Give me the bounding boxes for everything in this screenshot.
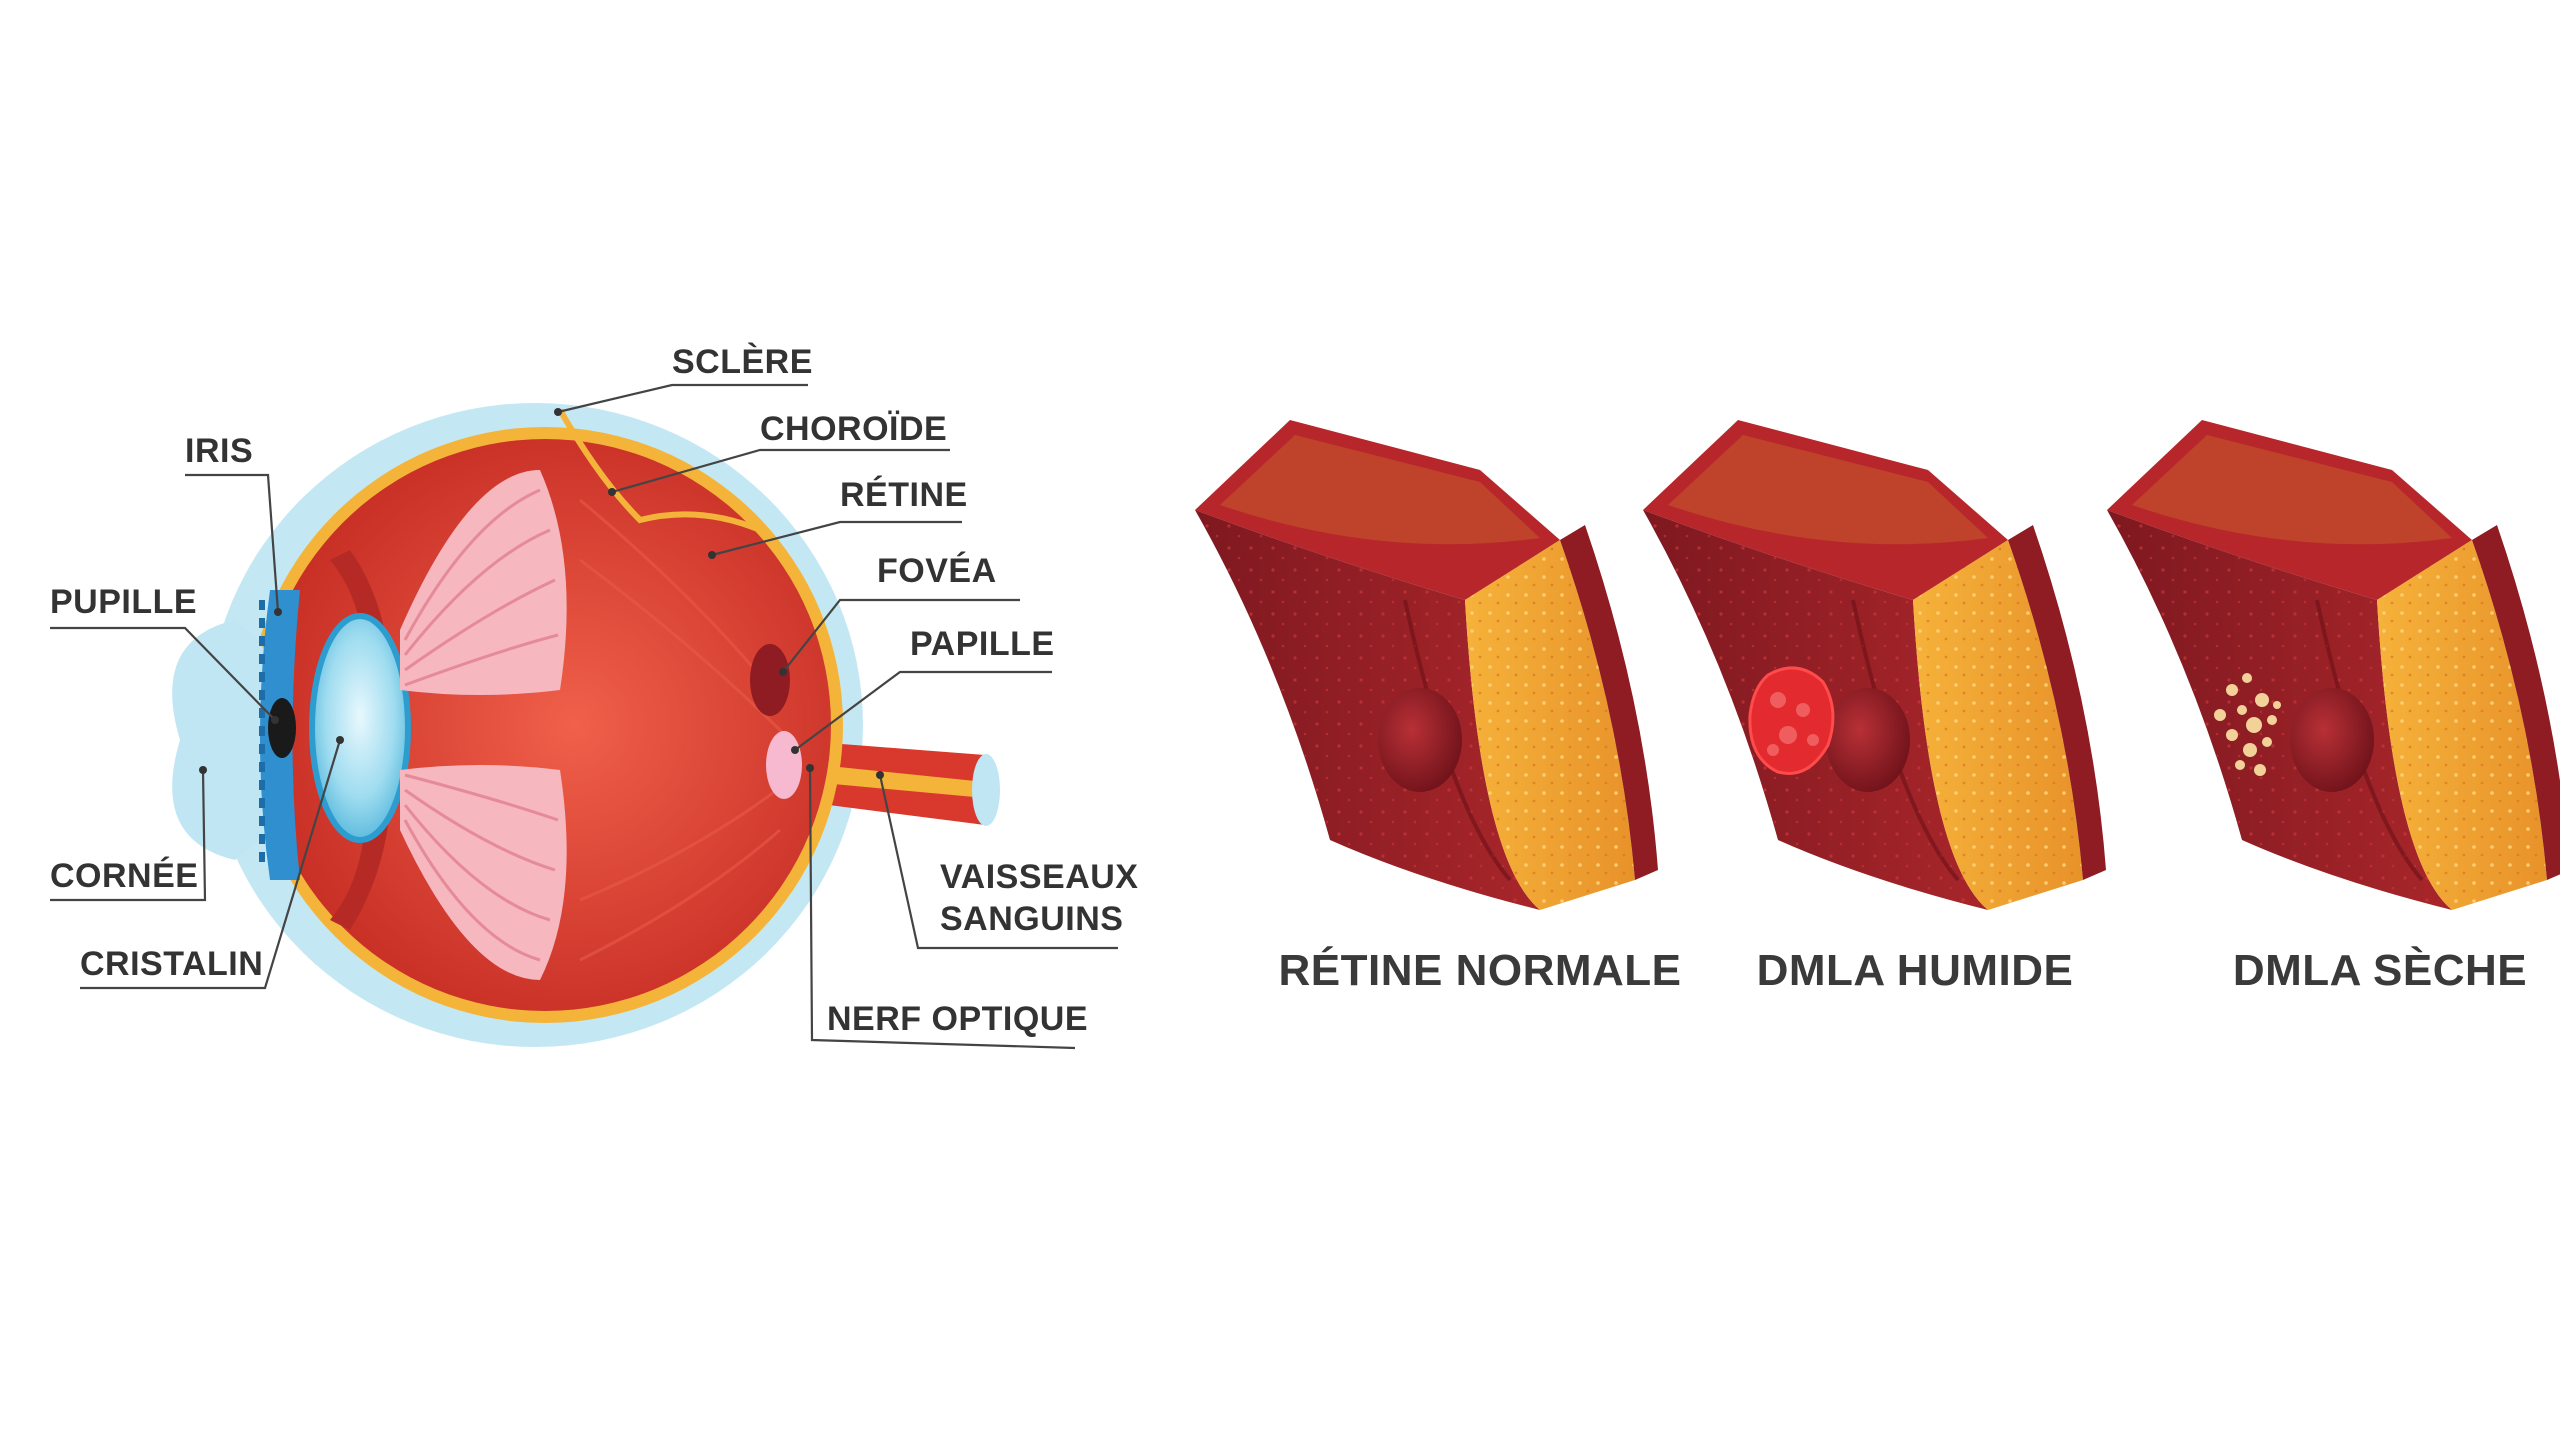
leader-lines xyxy=(50,383,1118,1050)
retina-panel xyxy=(2107,420,2560,910)
label-sclere: SCLÈRE xyxy=(672,343,813,381)
eyeball-body xyxy=(259,439,831,1011)
drusen-spot xyxy=(2237,705,2247,715)
pupil xyxy=(268,698,296,758)
panel-caption: DMLA SÈCHE xyxy=(2233,945,2527,995)
drusen-spot xyxy=(2246,717,2262,733)
label-iris: IRIS xyxy=(185,432,253,470)
drusen-spot xyxy=(2255,693,2269,707)
fovea-pit xyxy=(1826,688,1910,792)
fovea-pit xyxy=(1378,688,1462,792)
drusen-spot xyxy=(2235,760,2245,770)
label-fovea: FOVÉA xyxy=(877,552,997,590)
label-vaisseaux-1: VAISSEAUX xyxy=(940,858,1138,896)
drusen-spot xyxy=(2262,737,2272,747)
drusen-spot xyxy=(2226,729,2238,741)
retina-panels: RÉTINE NORMALE DMLA HUMIDE DMLA SÈCHE xyxy=(1195,420,2560,995)
wet-lesion xyxy=(1748,666,1835,775)
drusen-spot xyxy=(2226,684,2238,696)
drusen-spot xyxy=(2254,764,2266,776)
drusen-spot xyxy=(2243,743,2257,757)
label-choroide: CHOROÏDE xyxy=(760,410,947,448)
panel-caption: RÉTINE NORMALE xyxy=(1279,945,1682,995)
retina-panel xyxy=(1643,420,2106,910)
label-cornee: CORNÉE xyxy=(50,857,198,895)
drusen-spot xyxy=(2214,709,2226,721)
panel-caption: DMLA HUMIDE xyxy=(1757,946,2074,995)
label-pupille: PUPILLE xyxy=(50,583,197,621)
drusen-spot xyxy=(2273,701,2281,709)
crystalline-lens xyxy=(309,613,411,843)
label-nerf-optique: NERF OPTIQUE xyxy=(827,1000,1088,1038)
eye-labels: SCLÈRE CHOROÏDE RÉTINE FOVÉA PAPILLE VAI… xyxy=(50,343,1138,1038)
eye-diagram xyxy=(172,403,1000,1047)
label-retine: RÉTINE xyxy=(840,476,968,514)
label-cristalin: CRISTALIN xyxy=(80,945,263,983)
ciliary-zonules xyxy=(400,470,567,980)
fovea-pit xyxy=(2290,688,2374,792)
label-papille: PAPILLE xyxy=(910,625,1055,663)
drusen-spot xyxy=(2267,715,2277,725)
label-vaisseaux-2: SANGUINS xyxy=(940,900,1123,938)
retina-panel xyxy=(1195,420,1658,910)
drusen-spot xyxy=(2242,673,2252,683)
fovea xyxy=(750,644,790,716)
papilla xyxy=(766,731,802,799)
